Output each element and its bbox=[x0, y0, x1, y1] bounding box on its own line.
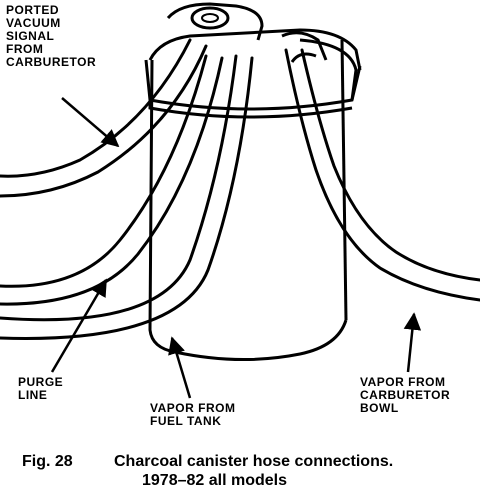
arrow-fuel-tank bbox=[168, 336, 192, 399]
canister-right-side bbox=[340, 39, 348, 321]
canister-top-cap bbox=[166, 2, 264, 41]
figure-number: Fig. 28 bbox=[22, 453, 73, 470]
figure-caption: Fig. 28 Charcoal canister hose connection… bbox=[22, 452, 462, 490]
canister-right-bulge bbox=[299, 38, 358, 101]
arrow-purge-line bbox=[50, 278, 108, 373]
label-purge-line: PURGE LINE bbox=[18, 375, 64, 402]
canister-rim-band bbox=[144, 59, 362, 111]
label-ported-vacuum: PORTED VACUUM SIGNAL FROM CARBURETOR bbox=[6, 3, 97, 69]
vacuum-port-fitting bbox=[190, 6, 230, 30]
figure-subtitle: 1978–82 all models bbox=[142, 472, 287, 489]
label-vapor-carb-bowl: VAPOR FROM CARBURETOR BOWL bbox=[360, 375, 451, 415]
hoses bbox=[0, 38, 480, 340]
label-vapor-fuel-tank: VAPOR FROM FUEL TANK bbox=[150, 401, 236, 428]
fuel-tank-hose bbox=[0, 54, 238, 322]
figure-title: Charcoal canister hose connections. bbox=[114, 453, 394, 470]
purge-line-hose bbox=[0, 54, 208, 288]
arrow-ported-vacuum bbox=[61, 97, 120, 148]
carb-bowl-hose bbox=[284, 48, 480, 302]
canister-shoulder bbox=[148, 28, 362, 71]
canister-bottom bbox=[174, 319, 348, 361]
arrow-carb-bowl bbox=[403, 312, 422, 373]
ported-vacuum-hose bbox=[0, 38, 192, 178]
leader-arrows bbox=[50, 97, 422, 399]
